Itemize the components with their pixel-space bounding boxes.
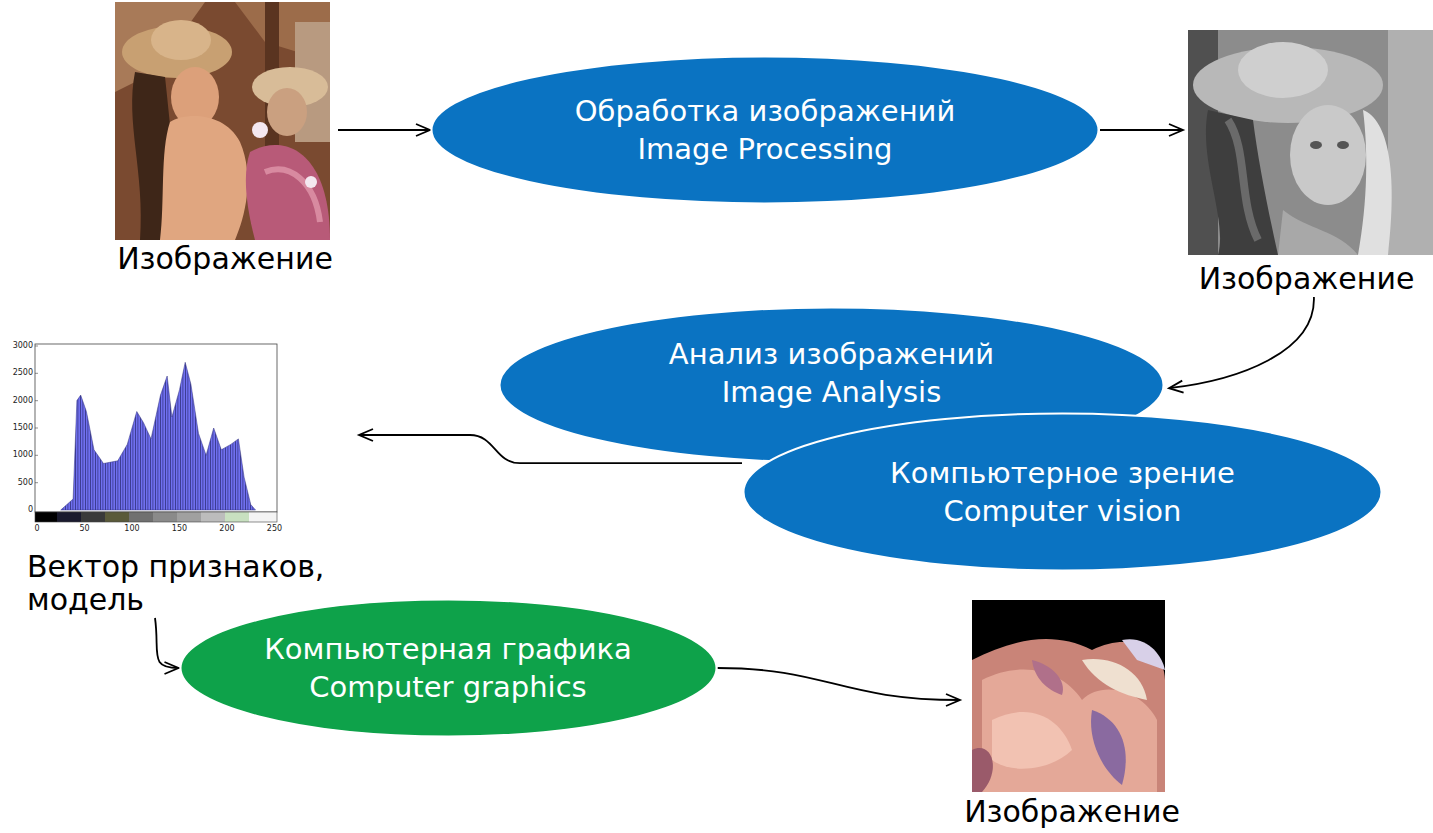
ellipse-label: Image Analysis bbox=[722, 373, 942, 411]
axis-tick-label: 200 bbox=[219, 525, 234, 533]
ellipse-label: Image Processing bbox=[638, 130, 893, 168]
ellipse-label: Компьютерное зрение bbox=[890, 454, 1235, 492]
axis-tick-label: 50 bbox=[79, 525, 89, 533]
axis-tick-label: 3000 bbox=[13, 342, 33, 350]
axis-tick-label: 0 bbox=[34, 525, 39, 533]
render-illustration bbox=[972, 600, 1165, 792]
photo-illustration bbox=[115, 2, 330, 240]
histogram-chart bbox=[5, 338, 280, 543]
ellipse-label: Обработка изображений bbox=[575, 92, 956, 130]
image-caption: Изображение bbox=[960, 795, 1184, 828]
process-ellipse: Компьютерное зрениеComputer vision bbox=[742, 412, 1383, 572]
connector-arrow bbox=[338, 129, 430, 131]
axis-tick-label: 100 bbox=[124, 525, 139, 533]
ellipse-outline bbox=[430, 55, 1100, 205]
axis-tick-label: 0 bbox=[28, 506, 33, 514]
image-panel: Вектор признаков, модель bbox=[5, 338, 357, 616]
process-ellipse: Компьютерная графикаComputer graphics bbox=[179, 598, 718, 738]
image-panel: Изображение bbox=[112, 2, 338, 275]
axis-tick-label: 150 bbox=[172, 525, 187, 533]
axis-tick-label: 250 bbox=[267, 525, 282, 533]
image-caption: Изображение bbox=[1183, 262, 1430, 295]
ellipse-label: Компьютерная графика bbox=[264, 630, 632, 668]
connector-arrow bbox=[1169, 297, 1314, 388]
process-ellipse: Обработка изображенийImage Processing bbox=[430, 55, 1100, 205]
axis-tick-label: 1000 bbox=[13, 451, 33, 459]
ellipse-outline bbox=[179, 598, 718, 738]
image-panel: Изображение bbox=[960, 600, 1184, 828]
ellipse-label: Анализ изображений bbox=[669, 335, 994, 373]
ellipse-outline bbox=[742, 412, 1383, 572]
image-panel: Изображение bbox=[1183, 30, 1430, 295]
image-caption: Изображение bbox=[112, 242, 338, 275]
image-caption: Вектор признаков, модель bbox=[27, 550, 357, 616]
ellipse-fill bbox=[744, 414, 1382, 571]
ellipse-fill bbox=[432, 57, 1099, 204]
axis-tick-label: 2000 bbox=[13, 397, 33, 405]
axis-tick-label: 2500 bbox=[13, 369, 33, 377]
photo-illustration bbox=[1188, 30, 1433, 255]
ellipse-label: Computer graphics bbox=[309, 668, 586, 706]
ellipse-fill bbox=[180, 600, 716, 737]
axis-tick-label: 500 bbox=[18, 479, 33, 487]
connector-arrow bbox=[718, 668, 961, 700]
connector-arrow bbox=[1100, 129, 1183, 131]
connector-arrow bbox=[155, 618, 179, 668]
axis-tick-label: 1500 bbox=[13, 424, 33, 432]
ellipse-label: Computer vision bbox=[944, 492, 1182, 530]
